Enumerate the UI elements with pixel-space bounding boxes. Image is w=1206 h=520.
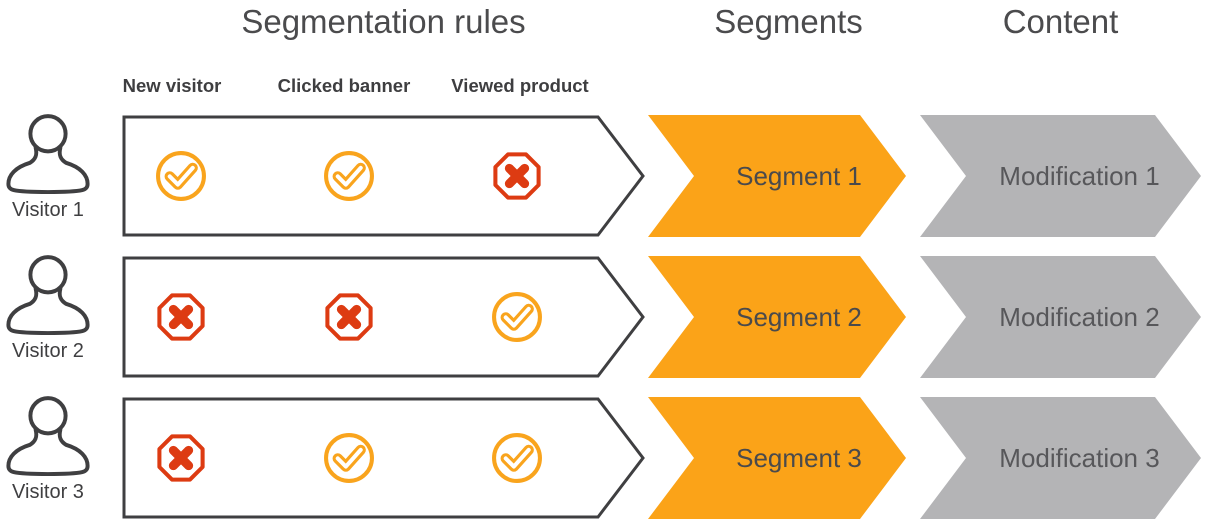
rule-box-arrow-outline bbox=[122, 115, 645, 237]
visitor-label: Visitor 2 bbox=[12, 340, 84, 362]
segment-chevron: Segment 3 bbox=[648, 397, 906, 519]
rule-column-clicked-banner: Clicked banner bbox=[277, 75, 411, 96]
check-circle-icon bbox=[490, 290, 544, 344]
cross-octagon-icon bbox=[490, 149, 544, 203]
segment-chevron: Segment 1 bbox=[648, 115, 906, 237]
visitor-1: Visitor 1 bbox=[0, 110, 96, 222]
cross-octagon-icon bbox=[322, 290, 376, 344]
visitor-2: Visitor 2 bbox=[0, 251, 96, 363]
visitor-row: Visitor 1 Segment 1 Modification 1 bbox=[0, 114, 1206, 237]
visitor-3: Visitor 3 bbox=[0, 392, 96, 504]
segment-chevron: Segment 2 bbox=[648, 256, 906, 378]
rule-box bbox=[122, 115, 645, 237]
rule-column-new-visitor: New visitor bbox=[122, 75, 222, 96]
cross-octagon-icon bbox=[154, 431, 208, 485]
rule-box-arrow-outline bbox=[122, 256, 645, 378]
segments-title: Segments bbox=[714, 3, 863, 40]
rule-box bbox=[122, 397, 645, 519]
rule-box-arrow-outline bbox=[122, 397, 645, 519]
visitor-label: Visitor 1 bbox=[12, 199, 84, 221]
check-circle-icon bbox=[490, 431, 544, 485]
visitor-row: Visitor 2 Segment 2 Modification 2 bbox=[0, 255, 1206, 378]
visitor-label: Visitor 3 bbox=[12, 481, 84, 503]
visitor-person-icon bbox=[6, 255, 90, 336]
cross-octagon-icon bbox=[154, 290, 208, 344]
check-circle-icon bbox=[322, 149, 376, 203]
check-circle-icon bbox=[154, 149, 208, 203]
visitor-row: Visitor 3 Segment 3 Modification 3 bbox=[0, 396, 1206, 519]
visitor-person-icon bbox=[6, 114, 90, 195]
visitor-person-icon bbox=[6, 396, 90, 477]
rule-results bbox=[122, 115, 600, 237]
rule-results bbox=[122, 397, 600, 519]
content-title: Content bbox=[1002, 3, 1119, 40]
rule-box bbox=[122, 256, 645, 378]
rule-results bbox=[122, 256, 600, 378]
rule-column-viewed-product: Viewed product bbox=[451, 75, 589, 96]
modification-chevron: Modification 2 bbox=[920, 256, 1201, 378]
check-circle-icon bbox=[322, 431, 376, 485]
segmentation-rules-title: Segmentation rules bbox=[241, 3, 526, 40]
modification-chevron: Modification 3 bbox=[920, 397, 1201, 519]
modification-chevron: Modification 1 bbox=[920, 115, 1201, 237]
